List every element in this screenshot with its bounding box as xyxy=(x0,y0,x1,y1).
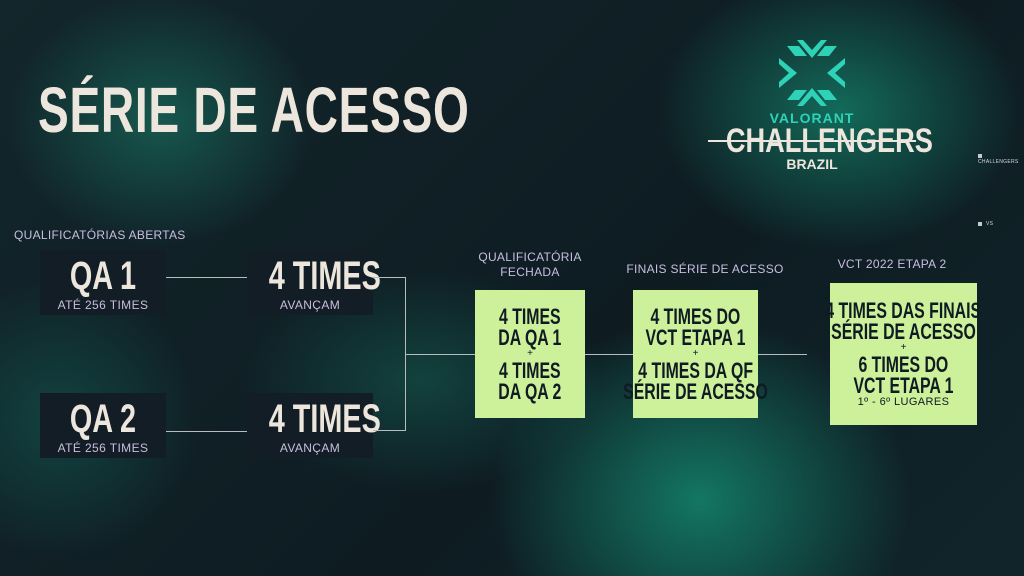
challengers-logo: VALORANT CHALLENGERS BRAZIL xyxy=(700,38,933,188)
connector-line xyxy=(758,354,807,355)
connector-line xyxy=(166,431,247,432)
qa1-advance-box: 4 TIMES AVANÇAM xyxy=(247,250,381,315)
vct-stage2-box: 4 TIMES DAS FINAIS SÉRIE DE ACESSO + 6 T… xyxy=(826,283,981,425)
vct-logo-icon xyxy=(779,40,845,106)
connector-line xyxy=(585,354,633,355)
qa2-box: QA 2 ATÉ 256 TIMES xyxy=(40,393,166,458)
page-title: SÉRIE DE ACESSO xyxy=(38,74,470,146)
connector-line xyxy=(373,430,405,431)
finals-box: 4 TIMES DO VCT ETAPA 1 + 4 TIMES DA QF S… xyxy=(623,290,768,418)
stage-header-finals: FINAIS SÉRIE DE ACESSO xyxy=(626,262,784,276)
connector-line xyxy=(405,354,475,355)
corner-label-challengers: CHALLENGERS xyxy=(978,153,1024,165)
logo-name: CHALLENGERS xyxy=(725,122,933,160)
closed-qualifier-box: 4 TIMES DA QA 1 + 4 TIMES DA QA 2 xyxy=(475,290,585,418)
connector-line xyxy=(373,277,405,278)
qa1-box: QA 1 ATÉ 256 TIMES xyxy=(40,250,166,315)
stage-header-vct-stage2: VCT 2022 ETAPA 2 xyxy=(837,257,947,271)
logo-region: BRAZIL xyxy=(786,156,838,172)
open-qualifiers-label: QUALIFICATÓRIAS ABERTAS xyxy=(14,228,186,242)
logo-brand: VALORANT xyxy=(769,110,855,126)
qa2-advance-box: 4 TIMES AVANÇAM xyxy=(247,393,381,458)
connector-line xyxy=(166,277,247,278)
corner-label-vs: VS xyxy=(978,221,993,227)
